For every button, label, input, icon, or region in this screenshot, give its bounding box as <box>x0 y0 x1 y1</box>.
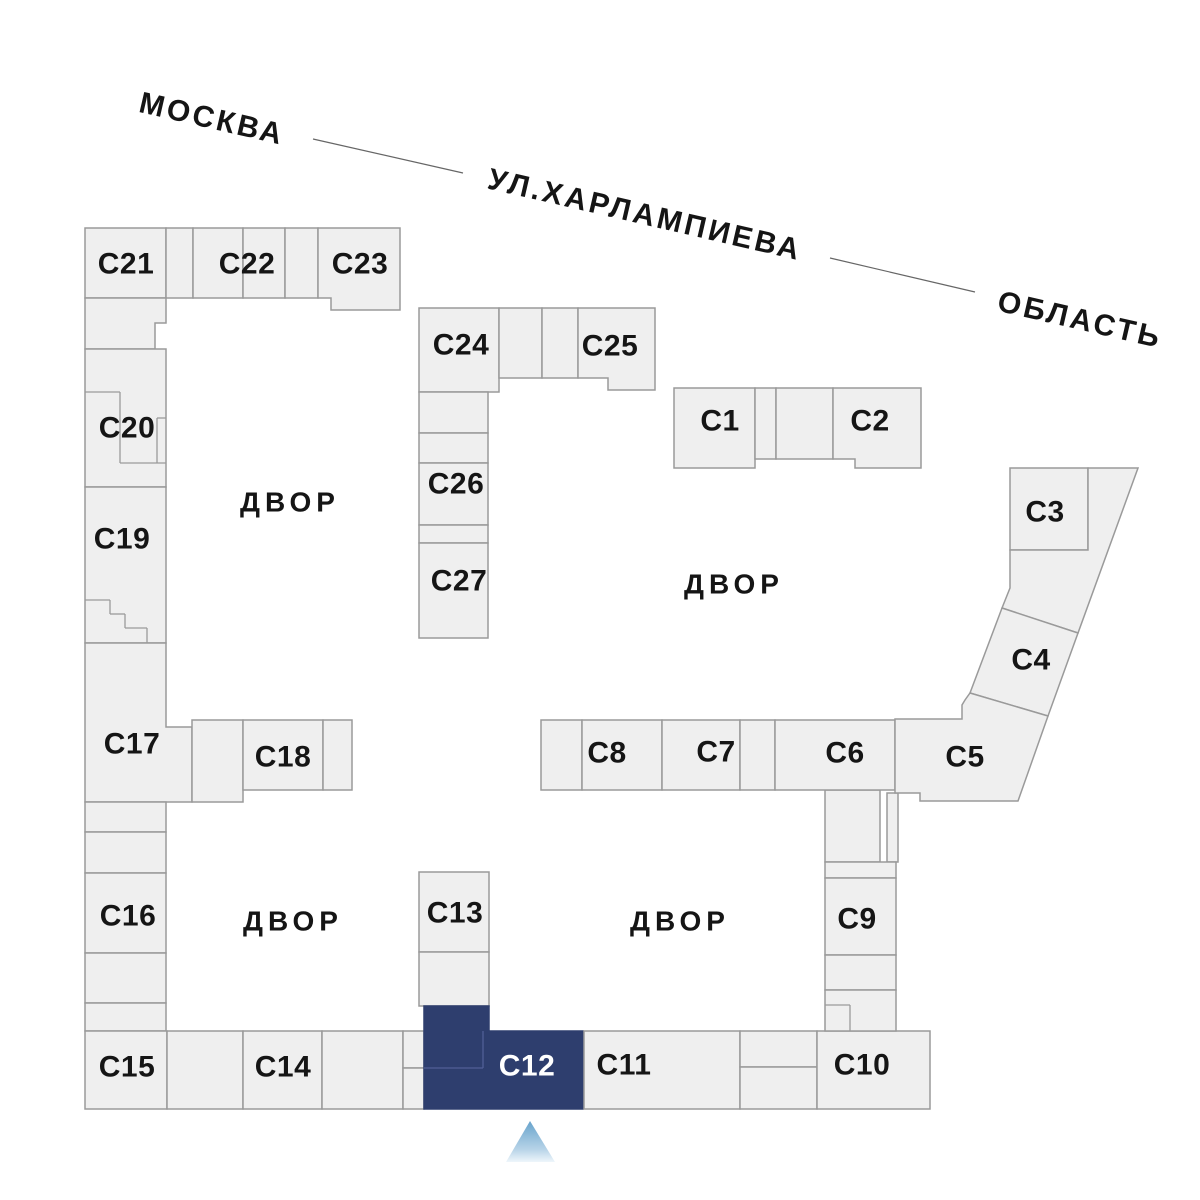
building-c18[interactable] <box>242 719 324 791</box>
building-cell <box>824 861 897 879</box>
building-label-c8: С8 <box>587 737 626 770</box>
building-c27[interactable] <box>418 542 489 639</box>
street-name-label: УЛ.ХАРЛАМПИЕВА <box>485 163 806 267</box>
building-label-c9: С9 <box>837 903 876 936</box>
building-cell <box>824 989 897 1032</box>
street-line <box>312 138 464 174</box>
building-cell <box>191 719 244 803</box>
building-label-c10: С10 <box>834 1049 891 1082</box>
buildings-layer <box>84 227 1140 1110</box>
building-cell <box>541 307 579 379</box>
building-cell <box>84 1002 167 1032</box>
building-c25[interactable] <box>577 307 656 391</box>
building-cell <box>824 954 897 991</box>
building-cell <box>402 1030 425 1069</box>
building-c21[interactable] <box>84 227 167 299</box>
building-cell <box>84 801 167 833</box>
building-cell <box>418 524 489 544</box>
building-cell <box>418 391 489 434</box>
building-label-c17: С17 <box>104 728 161 761</box>
yard-bottom-right-label: ДВОР <box>630 906 730 937</box>
building-cell <box>739 1030 818 1068</box>
building-cell <box>775 387 834 460</box>
building-cell <box>166 1030 244 1110</box>
building-label-c23: С23 <box>332 248 389 281</box>
building-c9[interactable] <box>824 877 897 956</box>
building-label-c6: С6 <box>825 737 864 770</box>
building-label-c11: С11 <box>597 1049 652 1082</box>
building-c18[interactable] <box>322 719 353 791</box>
building-cell <box>84 297 167 350</box>
selected-pointer-layer <box>506 1121 555 1162</box>
building-label-c5: С5 <box>945 741 984 774</box>
building-cell <box>1001 467 1140 634</box>
building-label-c25: С25 <box>582 330 639 363</box>
building-label-c3: С3 <box>1025 496 1064 529</box>
building-c11[interactable] <box>583 1030 741 1110</box>
building-label-c22: С22 <box>219 248 276 281</box>
building-label-c18: С18 <box>255 741 312 774</box>
building-label-c7: С7 <box>696 736 735 769</box>
building-c17[interactable] <box>84 642 193 803</box>
inner-dividers-layer <box>85 391 851 1069</box>
building-cell <box>418 432 489 464</box>
building-c14[interactable] <box>242 1030 323 1110</box>
building-c13[interactable] <box>418 871 490 953</box>
selected-building-pointer-icon <box>506 1121 555 1162</box>
building-label-c27: С27 <box>431 565 488 598</box>
building-cell <box>402 1067 425 1110</box>
building-c26[interactable] <box>418 462 489 526</box>
building-c2[interactable] <box>832 387 922 469</box>
building-cell <box>84 831 167 874</box>
building-cell <box>418 951 490 1007</box>
building-cell <box>540 719 583 791</box>
building-label-c20: С20 <box>99 412 156 445</box>
street-line <box>829 257 976 293</box>
building-c6[interactable] <box>774 719 896 791</box>
building-cell <box>886 792 899 863</box>
building-cell <box>165 227 194 299</box>
building-cell <box>498 307 543 379</box>
building-cell <box>739 719 776 791</box>
building-c1[interactable] <box>673 387 756 469</box>
area-oblast-label: ОБЛАСТЬ <box>994 285 1165 355</box>
yard-top-left-label: ДВОР <box>240 487 340 518</box>
building-label-c24: С24 <box>433 329 490 362</box>
yard-top-right-label: ДВОР <box>684 569 784 600</box>
building-cell <box>284 227 319 299</box>
building-c16[interactable] <box>84 872 167 954</box>
building-c5[interactable] <box>894 692 1049 802</box>
building-c12[interactable] <box>423 1005 584 1110</box>
building-c8[interactable] <box>581 719 663 791</box>
building-c20[interactable] <box>84 348 167 488</box>
courtyard-labels-layer: ДВОР ДВОР ДВОР ДВОР <box>240 487 784 937</box>
building-label-c14: С14 <box>255 1051 312 1084</box>
building-label-c13: С13 <box>427 897 484 930</box>
city-moskva-label: МОСКВА <box>136 86 288 151</box>
building-label-c1: С1 <box>700 405 739 438</box>
building-cell <box>754 387 777 460</box>
building-c23[interactable] <box>317 227 401 311</box>
yard-bottom-left-label: ДВОР <box>243 906 343 937</box>
building-cell <box>321 1030 404 1110</box>
building-label-c12: С12 <box>499 1050 556 1083</box>
building-label-c21: С21 <box>98 248 155 281</box>
building-c10[interactable] <box>816 1030 931 1110</box>
building-label-c19: С19 <box>94 523 151 556</box>
building-cell <box>824 789 881 863</box>
building-label-c26: С26 <box>428 468 485 501</box>
building-label-c15: С15 <box>99 1051 156 1084</box>
building-cell <box>84 952 167 1004</box>
building-c22[interactable] <box>242 227 286 299</box>
building-label-c4: С4 <box>1011 644 1050 677</box>
building-c7[interactable] <box>661 719 741 791</box>
building-label-c2: С2 <box>850 405 889 438</box>
building-label-c16: С16 <box>100 900 157 933</box>
building-cell <box>739 1066 818 1110</box>
